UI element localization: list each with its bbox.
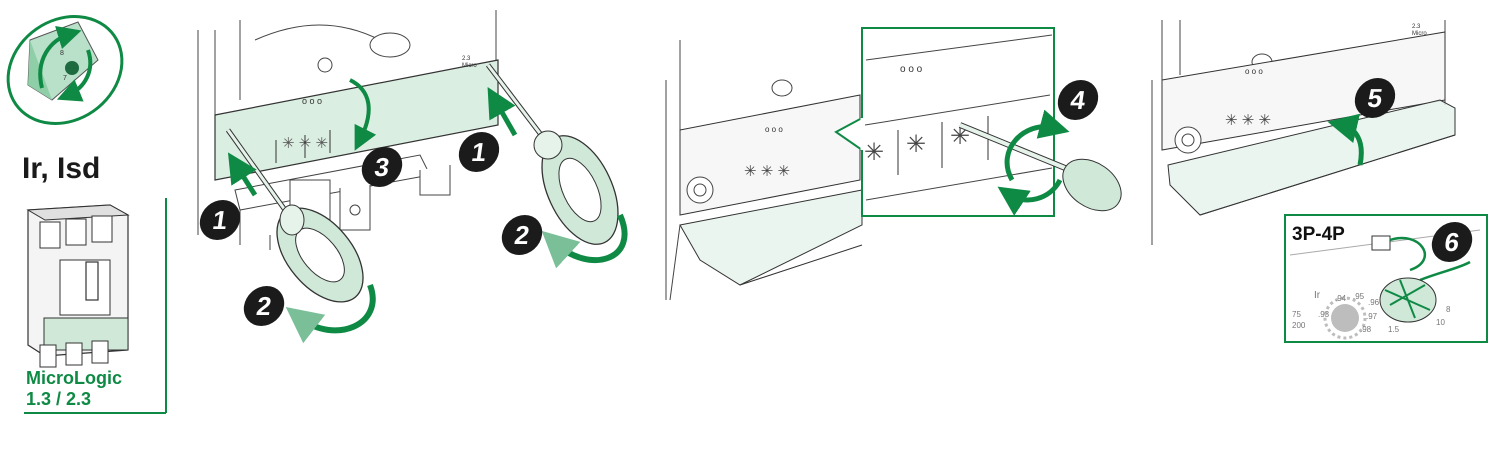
svg-text:8: 8 — [60, 50, 64, 57]
settings-heading: Ir, Isd — [22, 152, 101, 185]
dial-value: .98 — [1360, 325, 1372, 334]
panel-close-cover: o o o ✳ ✳ ✳ 2.3 Micro — [1151, 20, 1488, 343]
svg-text:✳: ✳ — [864, 139, 884, 166]
rotate-dial-icon: 8 7 — [6, 15, 124, 125]
circuit-breaker-icon — [26, 204, 130, 368]
dial-value: 75 — [1292, 310, 1301, 319]
dial-value: .96 — [1368, 298, 1380, 307]
svg-text:o o o: o o o — [302, 96, 322, 106]
dial-value: .93 — [1318, 310, 1330, 319]
panel-adjust-dial: o o o ✳ ✳ ✳ o o o ✳ ✳ ✳ — [665, 27, 1122, 301]
seal-lead-icon — [1379, 277, 1437, 323]
panel-remove-cover: o o o ✳ ✳ ✳ 2.3 Micro — [197, 10, 499, 250]
dial-value: 200 — [1292, 321, 1306, 330]
dial-name: Ir — [1314, 290, 1321, 301]
dial-value: 10 — [1436, 318, 1445, 327]
svg-text:Micro: Micro — [1412, 31, 1427, 37]
screwdriver-icon — [225, 128, 364, 303]
dial-value: .94 — [1335, 294, 1347, 303]
product-version: 1.3 / 2.3 — [26, 389, 92, 409]
svg-text:7: 7 — [63, 75, 67, 82]
setting-dial — [1323, 296, 1367, 340]
svg-text:Micro: Micro — [462, 63, 477, 69]
svg-text:✳: ✳ — [906, 131, 926, 158]
svg-text:✳ ✳ ✳: ✳ ✳ ✳ — [744, 163, 790, 180]
product-name: MicroLogic — [26, 368, 123, 388]
svg-text:✳ ✳ ✳: ✳ ✳ ✳ — [1225, 112, 1271, 129]
dial-value: 8 — [1446, 305, 1451, 314]
screwdriver-icon — [486, 63, 619, 245]
rotation-arrow-icon — [227, 86, 628, 344]
svg-text:o o o: o o o — [765, 125, 783, 134]
svg-text:2.3: 2.3 — [1412, 24, 1421, 30]
dial-value: 1.5 — [1388, 325, 1400, 334]
svg-text:2.3: 2.3 — [462, 56, 471, 62]
inset-title: 3P-4P — [1292, 224, 1345, 245]
svg-text:o o o: o o o — [900, 64, 923, 75]
dial-value: .95 — [1353, 292, 1365, 301]
svg-text:o o o: o o o — [1245, 67, 1263, 76]
dial-value: .97 — [1366, 312, 1378, 321]
